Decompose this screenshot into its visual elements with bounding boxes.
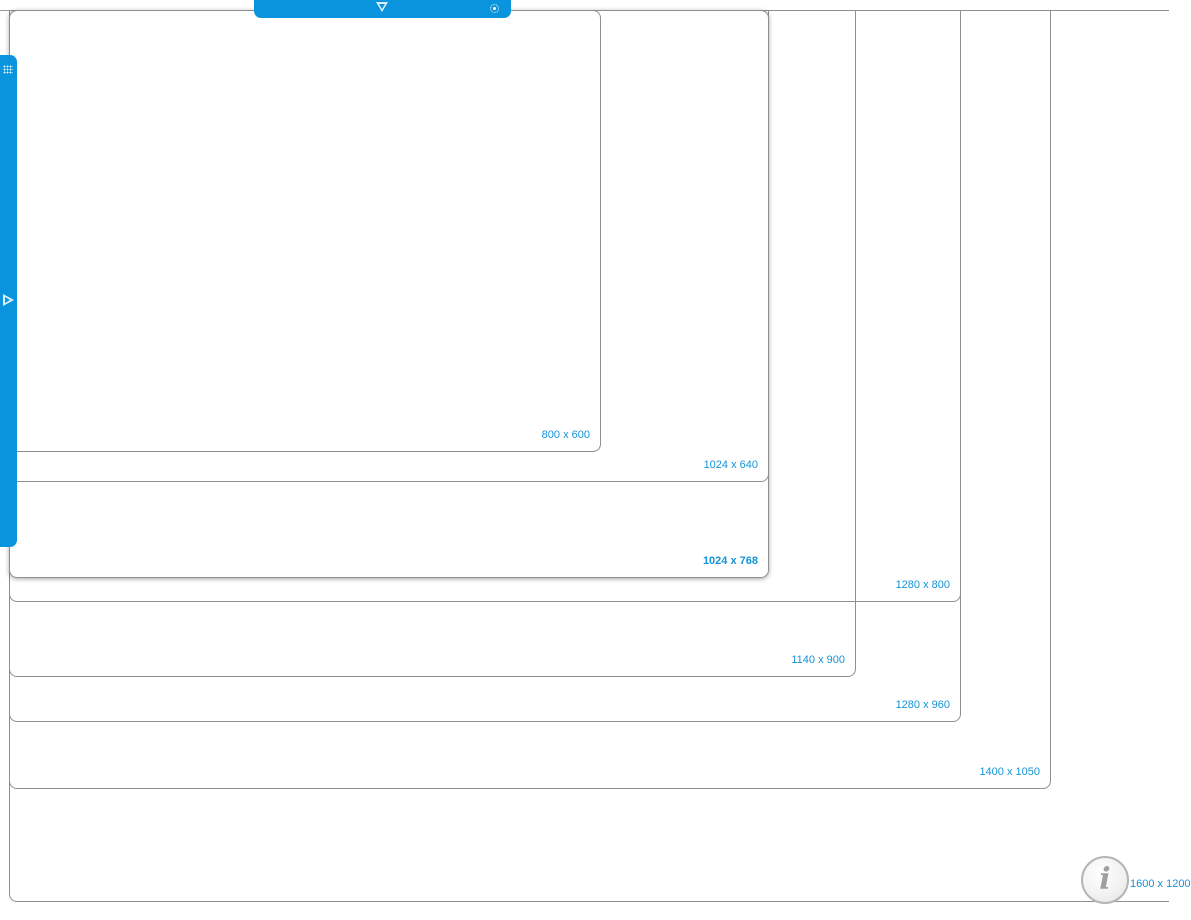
settings-gear-icon[interactable] <box>490 4 499 13</box>
frame-label-1400x1050: 1400 x 1050 <box>979 766 1040 778</box>
top-toolbar-tab[interactable] <box>254 0 511 18</box>
grid-icon[interactable] <box>3 65 13 74</box>
frame-label-800x600: 800 x 600 <box>541 429 590 441</box>
info-button[interactable]: i <box>1081 856 1129 904</box>
collapse-triangle-icon[interactable] <box>376 2 388 12</box>
frame-800x600: 800 x 600 <box>9 10 601 452</box>
frame-label-1280x800: 1280 x 800 <box>895 579 950 591</box>
frame-label-1024x768: 1024 x 768 <box>702 555 758 567</box>
info-icon: i <box>1099 862 1111 897</box>
side-toolbar-tab[interactable] <box>0 55 17 547</box>
frame-label-1600x1200: 1600 x 1200 <box>1130 878 1191 890</box>
expand-play-icon[interactable] <box>3 294 14 306</box>
frame-label-1280x960: 1280 x 960 <box>895 699 950 711</box>
frame-label-1024x640: 1024 x 640 <box>703 459 758 471</box>
frame-label-1140x900: 1140 x 900 <box>791 654 845 666</box>
